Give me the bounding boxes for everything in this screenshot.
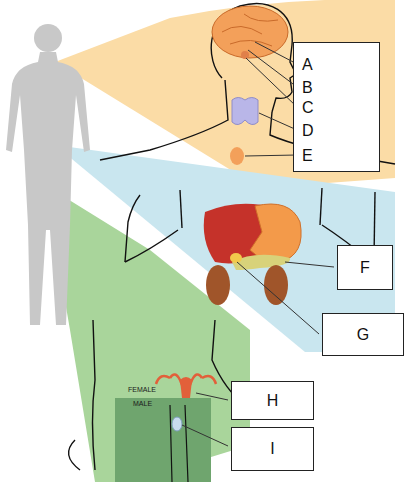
callout-letter: F bbox=[360, 259, 370, 277]
label-box: I bbox=[231, 427, 314, 471]
uterus bbox=[180, 377, 192, 398]
callout-letter: E bbox=[302, 147, 313, 165]
kidney-left bbox=[206, 265, 230, 305]
callout-letter: B bbox=[302, 79, 313, 97]
brain bbox=[212, 6, 288, 58]
callout-letter: I bbox=[270, 440, 274, 458]
leader-lines bbox=[182, 42, 334, 446]
male-outline bbox=[170, 405, 188, 482]
thymus bbox=[230, 147, 244, 165]
region-label: MALE bbox=[133, 400, 152, 408]
body-silhouette bbox=[6, 24, 90, 325]
brain-folds bbox=[222, 14, 278, 46]
testis bbox=[172, 417, 182, 431]
label-box: G bbox=[322, 313, 404, 356]
kidney-right bbox=[264, 265, 288, 305]
thyroid bbox=[232, 98, 258, 125]
callout-letter: H bbox=[267, 392, 279, 410]
label-box: H bbox=[231, 381, 314, 420]
callout-letter: A bbox=[302, 56, 313, 74]
male-panel bbox=[115, 398, 211, 482]
stomach bbox=[250, 204, 301, 262]
callout-letter: G bbox=[357, 326, 369, 344]
callout-letter: D bbox=[302, 122, 314, 140]
label-box: F bbox=[337, 245, 393, 290]
callout-letter: C bbox=[302, 99, 314, 117]
label-box: ABCDE bbox=[293, 42, 380, 172]
pituitary bbox=[241, 51, 249, 59]
adrenal bbox=[230, 253, 242, 263]
region-label: FEMALE bbox=[128, 386, 156, 394]
